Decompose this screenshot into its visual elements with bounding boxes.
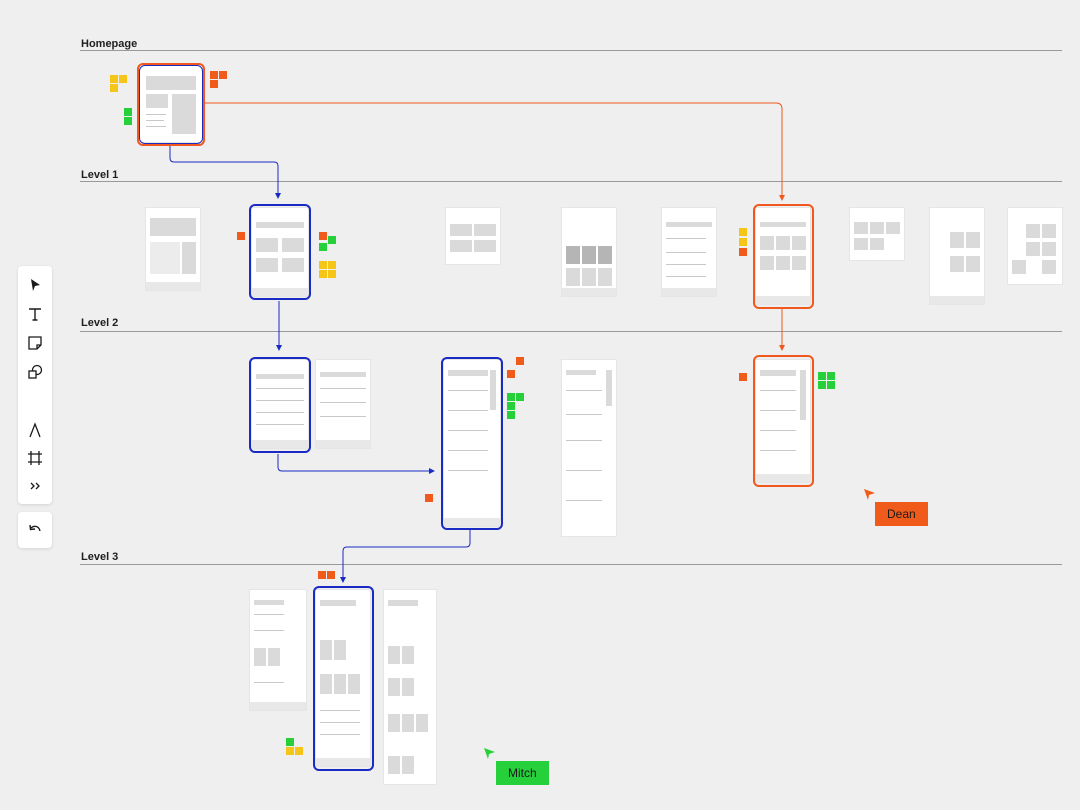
sticky-note[interactable] <box>237 232 245 240</box>
tool-palette <box>18 266 52 504</box>
pen-icon <box>29 422 41 438</box>
connector-home-to-level1 <box>169 146 281 199</box>
sticky-note[interactable] <box>818 381 826 389</box>
sticky-note[interactable] <box>827 372 835 380</box>
wireframe-level1[interactable] <box>446 208 500 264</box>
more-icon <box>30 482 40 490</box>
wireframe-level2[interactable] <box>444 360 500 526</box>
sticky-note[interactable] <box>507 370 515 378</box>
level-label-3: Level 3 <box>81 551 119 563</box>
wireframe-level3[interactable] <box>316 590 370 766</box>
wireframe-level2[interactable] <box>562 360 616 536</box>
connector-level2-to-level3 <box>340 530 471 583</box>
sticky-note[interactable] <box>516 393 524 401</box>
shapes-tool-button[interactable] <box>25 362 45 382</box>
level-label-2: Level 2 <box>81 317 119 329</box>
sticky-note[interactable] <box>110 75 118 83</box>
wireframe-level1[interactable] <box>756 208 810 304</box>
sticky-note[interactable] <box>124 108 132 116</box>
cursor-label-mitch: Mitch <box>496 761 549 785</box>
sticky-note[interactable] <box>328 236 336 244</box>
sticky-note-tool-button[interactable] <box>25 333 45 353</box>
sticky-note[interactable] <box>516 357 524 365</box>
sticky-note[interactable] <box>739 238 747 246</box>
sticky-note[interactable] <box>219 71 227 79</box>
sticky-note[interactable] <box>739 228 747 236</box>
undo-button[interactable] <box>18 512 52 548</box>
undo-icon <box>29 524 41 532</box>
sticky-note[interactable] <box>425 494 433 502</box>
text-tool-button[interactable] <box>25 304 45 324</box>
wireframe-level1[interactable] <box>850 208 904 260</box>
wireframe-level2[interactable] <box>316 360 370 448</box>
level-label-1: Level 1 <box>81 169 119 181</box>
sticky-note[interactable] <box>319 243 327 251</box>
sticky-note[interactable] <box>295 747 303 755</box>
selected-frame[interactable] <box>249 204 311 300</box>
sticky-note[interactable] <box>286 738 294 746</box>
selected-frame[interactable] <box>139 65 203 144</box>
sticky-note[interactable] <box>327 571 335 579</box>
sticky-note[interactable] <box>210 71 218 79</box>
wireframe-level1[interactable] <box>146 208 200 290</box>
wireframe-level1[interactable] <box>252 208 308 296</box>
wireframe-level1[interactable] <box>562 208 616 296</box>
sticky-note[interactable] <box>110 84 118 92</box>
sticky-note[interactable] <box>827 381 835 389</box>
wireframe-level3[interactable] <box>250 590 306 710</box>
sticky-note[interactable] <box>507 411 515 419</box>
connector-level2-to-detail <box>277 454 435 474</box>
wireframe-level1[interactable] <box>1008 208 1062 284</box>
wireframe-level2[interactable] <box>252 360 308 448</box>
sticky-note[interactable] <box>739 248 747 256</box>
level-divider <box>80 181 1062 182</box>
level-divider <box>80 564 1062 565</box>
pen-tool-button[interactable] <box>25 420 45 440</box>
connector-home-to-level1-alt <box>205 102 785 201</box>
sticky-note[interactable] <box>507 402 515 410</box>
cursor-label-dean: Dean <box>875 502 928 526</box>
sticky-note[interactable] <box>124 117 132 125</box>
level-label-homepage: Homepage <box>81 38 138 50</box>
selected-frame[interactable] <box>753 204 814 309</box>
sticky-note[interactable] <box>319 270 327 278</box>
sticky-note[interactable] <box>328 261 336 269</box>
text-icon <box>29 308 41 321</box>
selected-frame[interactable] <box>441 357 503 530</box>
sticky-note[interactable] <box>328 270 336 278</box>
pointer-icon <box>31 279 40 291</box>
frame-tool-button[interactable] <box>25 448 45 468</box>
shapes-icon <box>28 364 43 379</box>
selected-frame[interactable] <box>249 357 311 453</box>
sticky-note[interactable] <box>119 75 127 83</box>
sticky-note[interactable] <box>739 373 747 381</box>
cursor-pointer-icon <box>484 748 495 759</box>
sticky-note[interactable] <box>319 261 327 269</box>
level-divider <box>80 331 1062 332</box>
wireframe-level1[interactable] <box>930 208 984 304</box>
wireframe-homepage[interactable] <box>140 66 202 142</box>
cursor-pointer-icon <box>864 489 875 500</box>
frame-icon <box>28 451 42 465</box>
more-tools-button[interactable] <box>25 476 45 496</box>
selected-frame[interactable] <box>753 355 814 487</box>
sticky-note[interactable] <box>318 571 326 579</box>
sticky-note[interactable] <box>319 232 327 240</box>
sticky-note[interactable] <box>818 372 826 380</box>
pointer-tool-button[interactable] <box>25 275 45 295</box>
sticky-note[interactable] <box>286 747 294 755</box>
selected-frame[interactable] <box>313 586 374 771</box>
selected-frame[interactable] <box>137 63 205 146</box>
wireframe-level2[interactable] <box>756 360 810 482</box>
wireframe-level3[interactable] <box>384 590 436 784</box>
sticky-note[interactable] <box>507 393 515 401</box>
sticky-note[interactable] <box>210 80 218 88</box>
sticky-note-icon <box>28 336 42 350</box>
wireframe-level1[interactable] <box>662 208 716 296</box>
level-divider <box>80 50 1062 51</box>
